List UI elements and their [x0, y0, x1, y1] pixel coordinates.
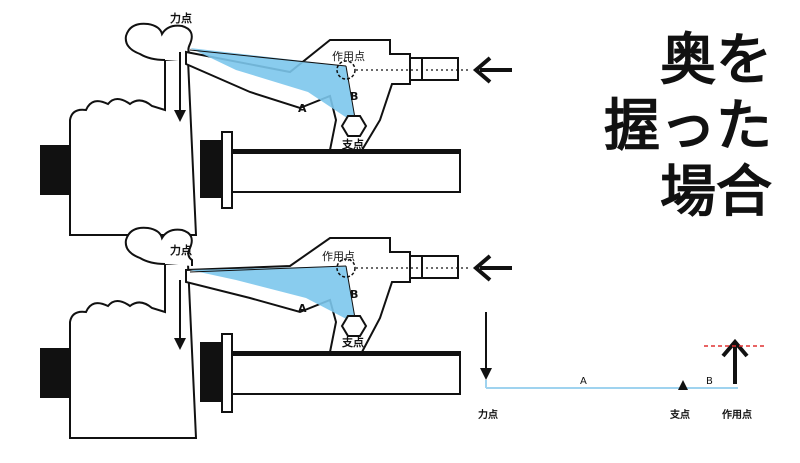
bottom-action-label: 作用点	[322, 250, 355, 263]
top-finger	[124, 22, 193, 62]
bottom-cylinder	[409, 255, 459, 279]
top-force-label: 力点	[170, 11, 192, 25]
bottom-hand	[69, 263, 198, 439]
bottom-finger	[124, 226, 193, 266]
top-force-arrow-head	[174, 110, 186, 122]
top-fulcrum-hex	[340, 115, 368, 137]
lever-schematic: A B 力点 支点 作用点	[478, 312, 766, 421]
schematic-label-b: B	[706, 376, 713, 387]
bottom-fulcrum-label: 支点	[341, 335, 364, 349]
bottom-tube-inner	[225, 352, 460, 356]
page-title: 奥を 握った 場合	[602, 28, 772, 226]
bottom-left-arrow-head	[472, 254, 492, 282]
top-lever-axis-b	[345, 65, 357, 125]
top-lever-highlight	[190, 48, 356, 124]
title-line-1: 奥を	[660, 28, 772, 93]
top-label-b: B	[350, 90, 358, 103]
top-label-a: A	[298, 102, 307, 115]
bottom-force-arrow-head	[174, 338, 186, 350]
bottom-panel: 力点 作用点 支点 A B	[40, 226, 512, 439]
top-panel: 力点 作用点 支点 A B	[40, 11, 512, 236]
top-cylinder	[409, 57, 459, 81]
schematic-action-label: 作用点	[722, 408, 752, 421]
bottom-fulcrum-hex	[340, 315, 368, 337]
top-tube-inner	[225, 150, 460, 154]
schematic-label-a: A	[580, 376, 587, 387]
schematic-force-arrow-head	[480, 368, 492, 380]
top-grip-left	[40, 145, 70, 195]
bottom-lever-highlight	[190, 266, 356, 324]
bottom-grip-plate	[221, 333, 233, 413]
top-left-arrow-head	[472, 56, 492, 84]
top-tube	[224, 149, 461, 193]
bottom-lever-axis-a	[189, 265, 347, 273]
title-line-2: 握った	[604, 94, 772, 159]
bottom-lever-axis-b	[345, 265, 357, 325]
top-action-label: 作用点	[332, 50, 365, 63]
bottom-force-label: 力点	[170, 243, 192, 257]
schematic-action-arrow-head	[721, 338, 749, 358]
top-hand	[69, 59, 198, 236]
bottom-label-b: B	[350, 288, 358, 301]
top-action-circle	[336, 60, 356, 80]
schematic-fulcrum-triangle	[678, 380, 688, 390]
bottom-grip-left	[40, 348, 70, 398]
bottom-label-a: A	[298, 302, 307, 315]
bottom-tube	[224, 351, 461, 395]
title-line-3: 場合	[660, 160, 772, 225]
top-grip-plate	[221, 131, 233, 209]
top-lever-axis-a	[189, 49, 347, 67]
bottom-action-circle	[336, 258, 356, 278]
schematic-fulcrum-label: 支点	[669, 408, 690, 421]
schematic-force-label: 力点	[478, 408, 498, 421]
top-fulcrum-label: 支点	[341, 137, 364, 151]
